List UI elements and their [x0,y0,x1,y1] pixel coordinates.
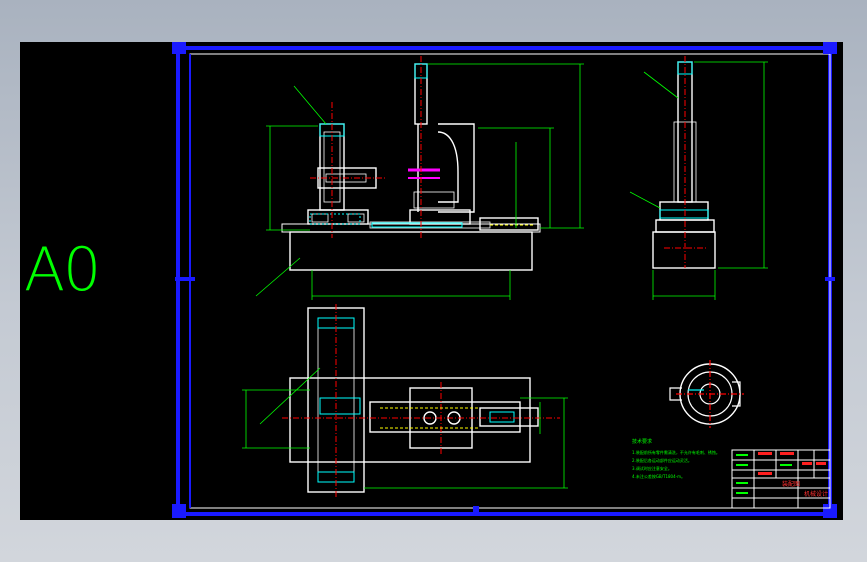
technical-notes-title: 技术要求 [632,439,653,445]
title-block-drawing-title: 装配图 [782,481,801,488]
frame-grip-handles[interactable] [172,42,837,518]
note-item: 2.装配后各运动部件应运动灵活。 [632,458,692,463]
cad-drawing [172,42,837,518]
detail-view [669,360,744,428]
title-block [731,449,831,509]
note-item: 3.调试时应注意安全。 [632,466,672,471]
top-view [289,307,539,493]
top-view-accents [282,304,560,498]
front-view-accents [309,56,535,238]
title-block-green-marks [736,454,792,494]
side-view-accents [659,56,709,268]
front-view [281,63,541,271]
note-item: 4.未注公差按GB/T1804-m。 [632,474,685,479]
note-item: 1.装配前所有零件需清洗，不允许有毛刺、锈蚀。 [632,450,720,455]
side-view-dimensions [629,61,768,300]
technical-notes: 1.装配前所有零件需清洗，不允许有毛刺、锈蚀。 2.装配后各运动部件应运动灵活。… [632,449,720,481]
title-block-company: 机械设计 [804,491,829,498]
sheet-size-label: A0 [24,235,101,305]
title-block-marks [758,452,826,475]
cad-viewport[interactable]: A0 [20,42,843,520]
front-view-dimensions [255,63,584,300]
top-view-dimensions [242,367,568,489]
side-view [652,61,716,269]
sheet-frame [176,46,832,516]
